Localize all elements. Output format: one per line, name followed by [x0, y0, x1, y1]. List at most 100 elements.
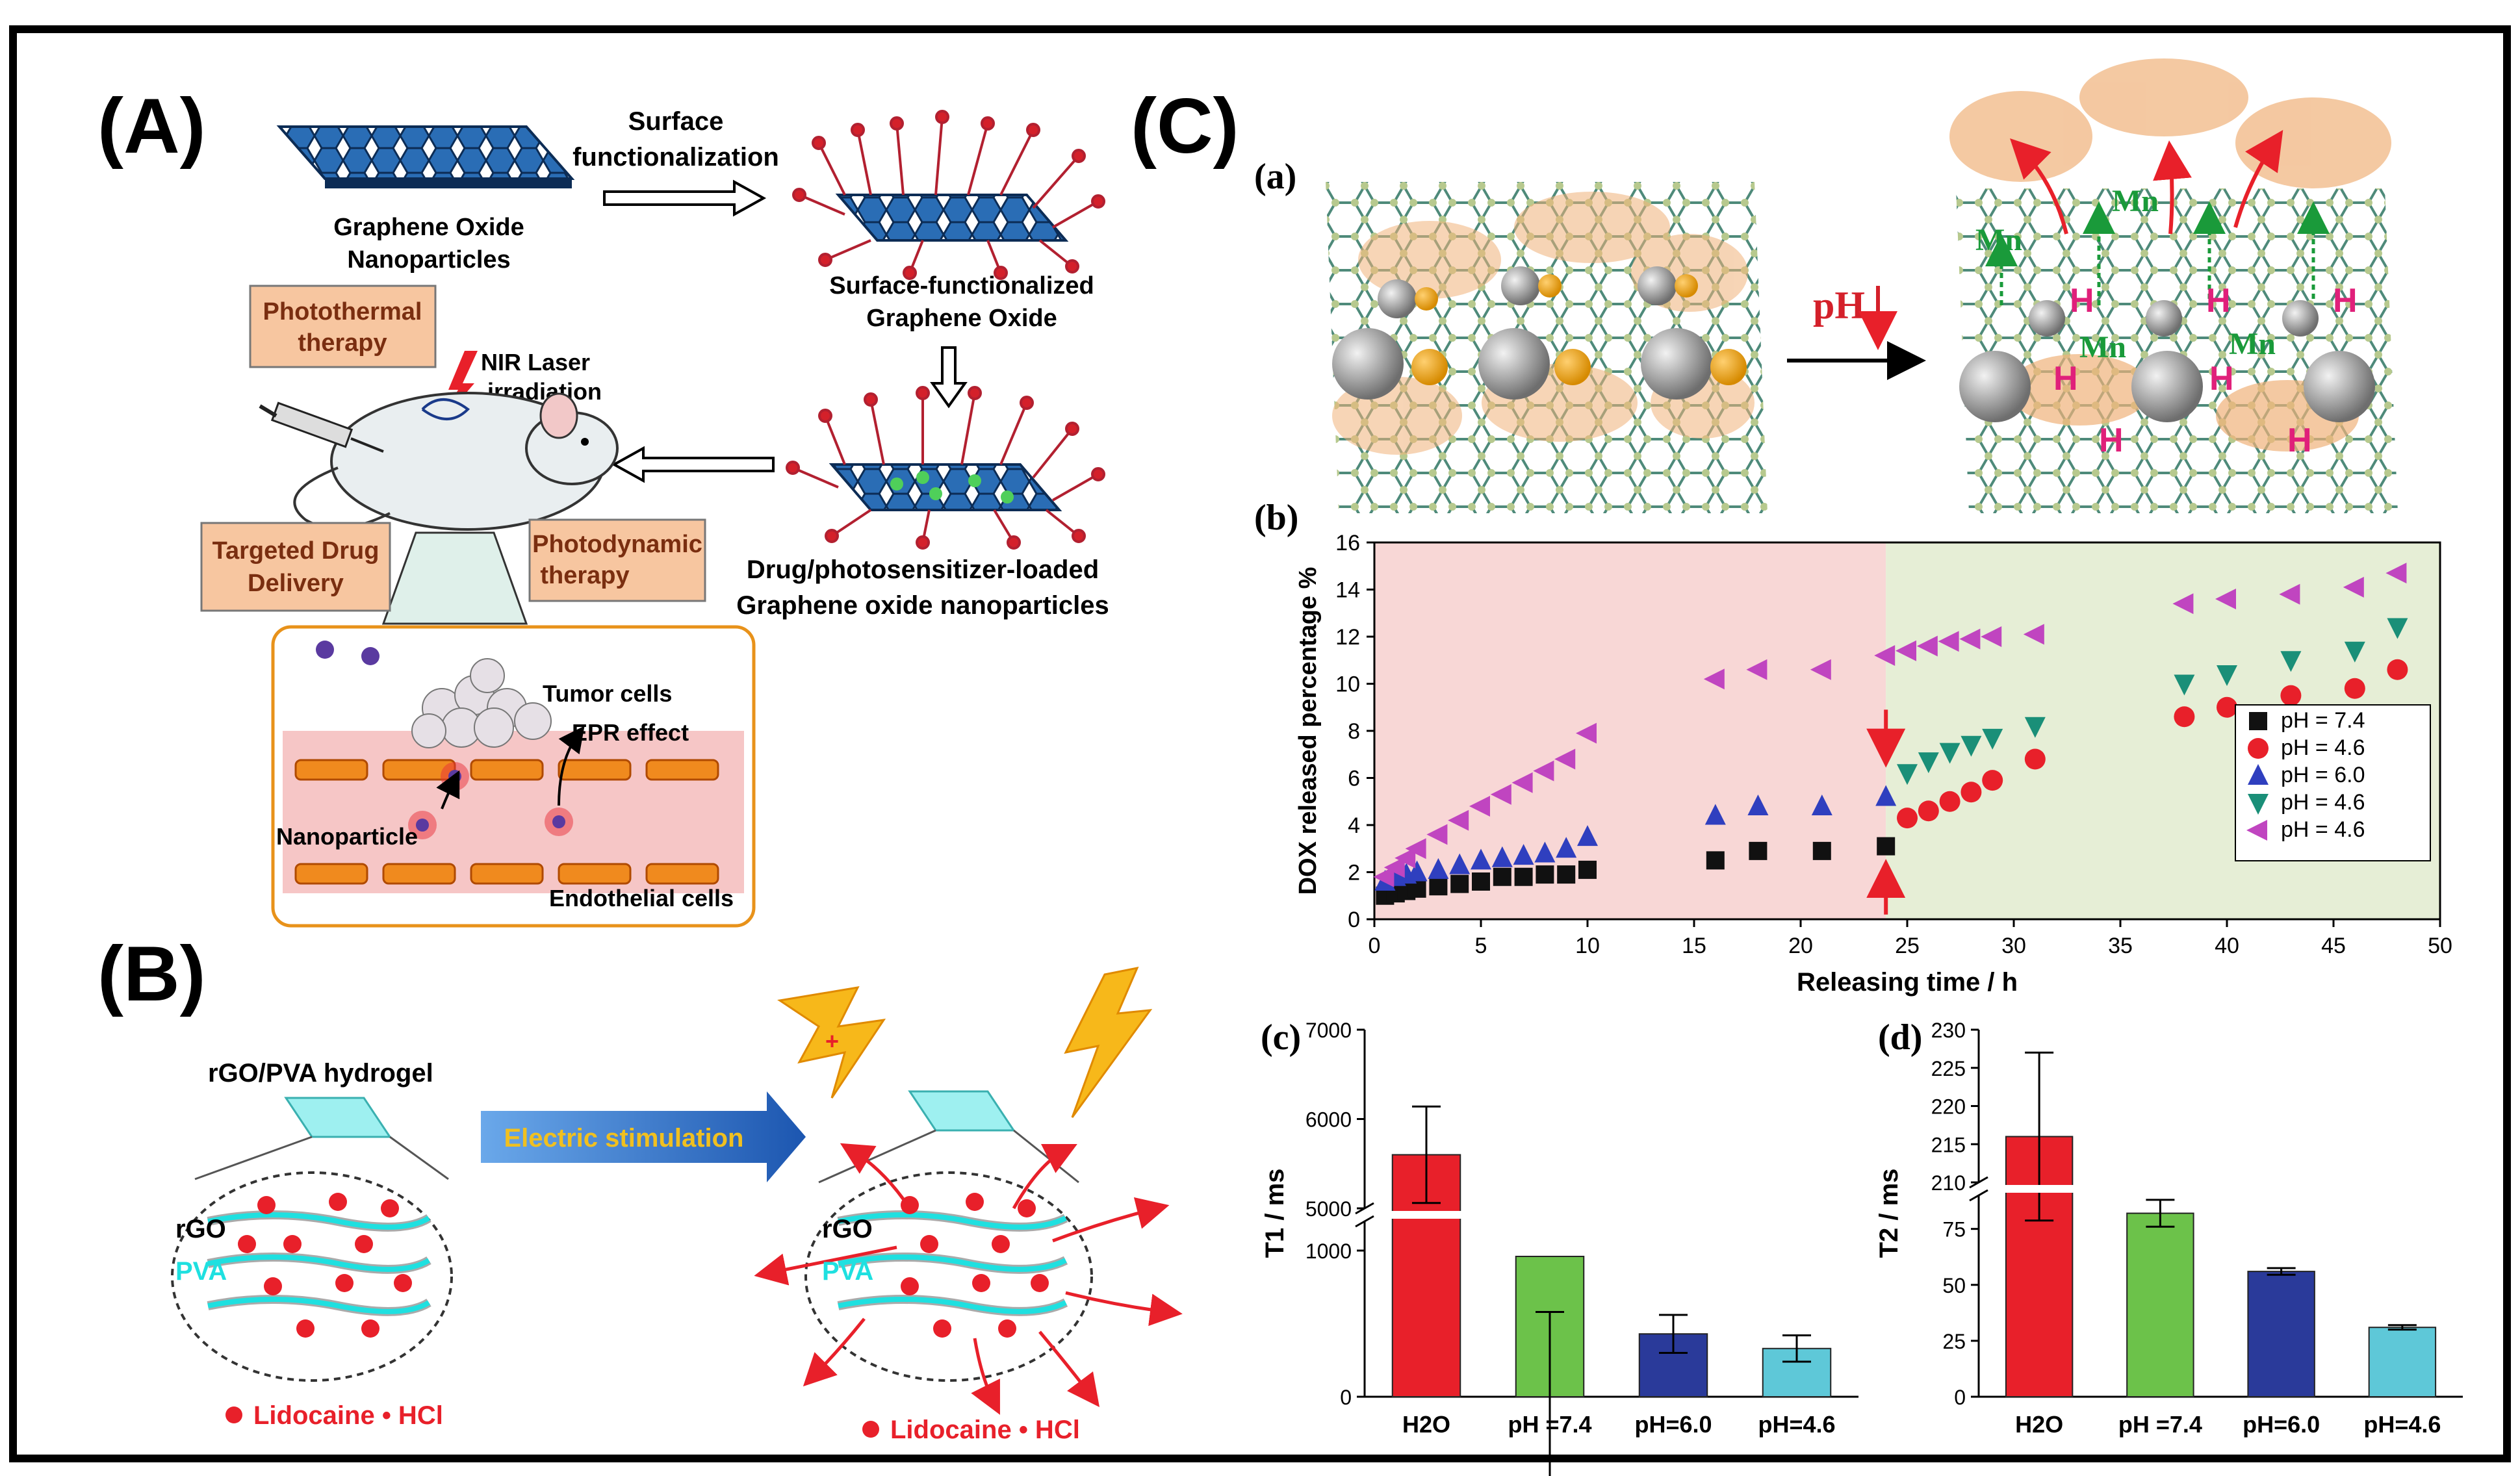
data-point	[1961, 782, 1982, 803]
legend-box	[2235, 704, 2431, 861]
y-tick-label: 5000	[1305, 1197, 1352, 1221]
y-tick-label: 215	[1931, 1133, 1966, 1156]
y-tick-label: 1000	[1305, 1240, 1352, 1263]
y-tick-label: 16	[1335, 531, 1360, 555]
x-tick-label: 5	[1475, 934, 1487, 958]
legend-label: pH = 6.0	[2281, 763, 2365, 787]
y-axis-label: T2 / ms	[1875, 1169, 1903, 1258]
data-point	[2024, 717, 2046, 738]
h-label-2: H	[2206, 282, 2231, 320]
lightning-right-icon	[1064, 966, 1153, 1118]
x-tick-label: 30	[2001, 934, 2026, 958]
x-tick-label: 45	[2321, 934, 2346, 958]
data-point	[1429, 877, 1448, 896]
rgo-pva-layers-right	[837, 1210, 1068, 1316]
endothelial-cells-row-top	[294, 759, 719, 781]
data-point	[1703, 668, 1725, 690]
zoom-line-left-1	[194, 1136, 313, 1180]
legend-marker	[2249, 712, 2267, 730]
legend-marker	[2246, 820, 2267, 841]
x-tick-label: 25	[1895, 934, 1920, 958]
nir-label-1: NIR Laser	[481, 349, 590, 375]
data-point	[2387, 618, 2408, 639]
subpanel-a-label: (a)	[1254, 157, 1296, 197]
y-axis-label: DOX released percentage %	[1294, 567, 1322, 895]
data-point	[2387, 659, 2408, 680]
data-point	[2217, 665, 2237, 686]
data-point	[1469, 796, 1490, 817]
panel-c-letter: (C)	[1131, 83, 1239, 170]
data-point	[1938, 631, 1959, 652]
data-point	[1706, 851, 1725, 870]
data-point	[1961, 735, 1982, 757]
tumor-cells-cluster-icon	[411, 658, 552, 748]
data-point	[1939, 743, 1961, 764]
data-point	[2279, 583, 2300, 605]
tumor-label: Tumor cells	[543, 680, 672, 707]
bar	[2126, 1212, 2194, 1397]
data-point	[1874, 645, 1896, 666]
data-point	[1383, 857, 1405, 878]
targeted-label-2: Delivery	[248, 570, 344, 597]
h-label-3: H	[2333, 282, 2358, 320]
y-tick-label: 8	[1348, 719, 1360, 744]
lattice-before	[1326, 182, 1768, 513]
h-label-4: H	[2053, 360, 2078, 398]
rgo-pva-layers-left	[207, 1210, 431, 1316]
data-point	[1491, 846, 1513, 867]
bar-break-band	[1391, 1211, 1462, 1219]
y-tick-label: 6	[1348, 767, 1360, 791]
data-point	[2174, 706, 2195, 728]
panel-c: (C) (a) pH	[1131, 58, 2463, 1476]
y-tick-label: 210	[1931, 1171, 1966, 1195]
surface-label-2: functionalization	[572, 143, 779, 172]
pva-label-right: PVA	[822, 1257, 873, 1286]
data-point	[1554, 748, 1576, 770]
photodynamic-label-1: Photodynamic	[532, 531, 702, 558]
y-tick-label: 14	[1335, 578, 1360, 603]
legend-label: pH = 4.6	[2281, 817, 2365, 842]
nanoparticle-label: Nanoparticle	[276, 823, 418, 850]
endothelial-cells-row-bottom	[294, 863, 719, 885]
data-point	[1746, 659, 1768, 680]
lightning-plus-icon: +	[825, 1028, 839, 1054]
data-point	[2024, 748, 2046, 770]
axis-break-mark	[1969, 1189, 1988, 1202]
data-point	[1812, 841, 1831, 860]
legend-label: pH = 7.4	[2281, 708, 2365, 733]
data-point	[1511, 772, 1533, 793]
photothermal-box	[249, 285, 437, 368]
axis-break-mark	[1355, 1215, 1374, 1228]
data-point	[1533, 760, 1554, 782]
data-point	[1939, 791, 1961, 812]
loaded-go-icon	[786, 386, 1105, 550]
data-point	[1556, 837, 1577, 858]
y-tick-label: 225	[1931, 1057, 1966, 1080]
data-point	[1536, 865, 1554, 884]
y-tick-label: 2	[1348, 861, 1360, 885]
x-tick-label: 50	[2428, 934, 2452, 958]
data-point	[2023, 624, 2044, 645]
data-point	[1918, 752, 1939, 774]
x-tick-label: 10	[1575, 934, 1600, 958]
data-point	[1704, 804, 1726, 825]
y-tick-label: 0	[1348, 908, 1360, 932]
data-point	[1918, 800, 1939, 822]
data-point	[1534, 841, 1556, 863]
x-axis-label: Releasing time / h	[1797, 968, 2018, 997]
h-label-7: H	[2287, 422, 2312, 459]
y-tick-label: 0	[1954, 1386, 1966, 1409]
subpanel-c-label: (c)	[1261, 1017, 1301, 1058]
legend-marker	[2248, 794, 2269, 815]
epr-label: EPR effect	[572, 719, 689, 746]
data-point	[2344, 641, 2365, 663]
data-point	[2280, 685, 2302, 706]
photothermal-label-1: Photothermal	[263, 298, 422, 325]
data-point	[1450, 874, 1469, 893]
data-point	[1493, 867, 1511, 886]
data-point	[1810, 659, 1831, 680]
hollow-arrow-right-icon	[603, 179, 767, 217]
electric-stimulation-arrow	[481, 1091, 806, 1182]
y-tick-label: 50	[1942, 1274, 1966, 1297]
